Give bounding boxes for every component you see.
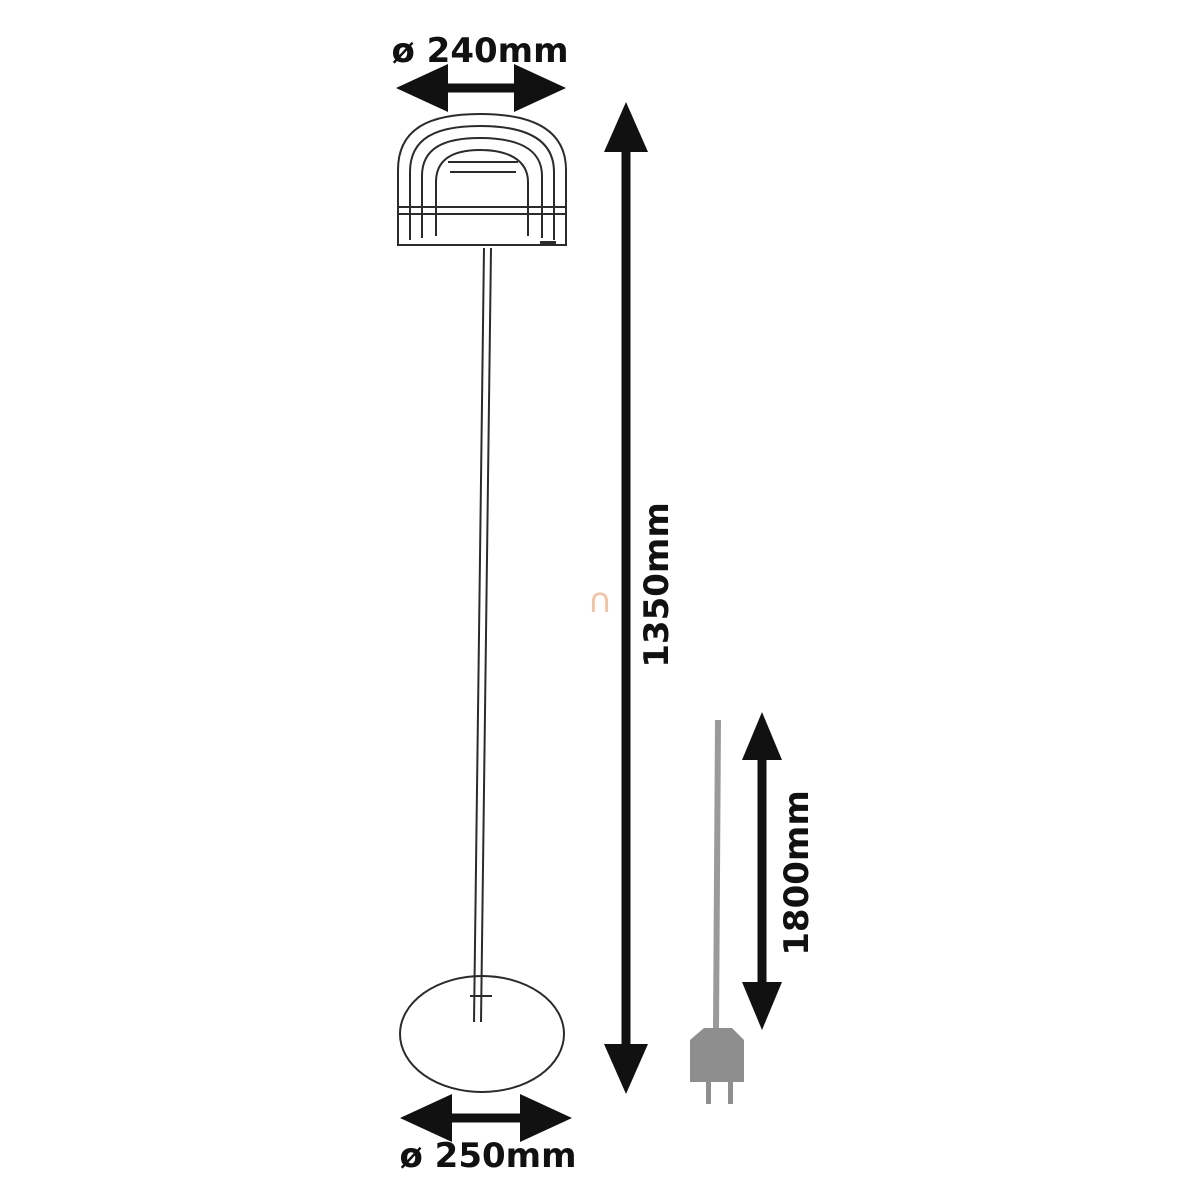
cable-length-label: 1800mm: [777, 790, 817, 955]
power-cable: [713, 719, 721, 1031]
watermark-logo: ∩: [588, 581, 613, 621]
shade-width-arrow: [396, 64, 566, 112]
shade-diameter-label: ø 240mm: [391, 31, 568, 71]
lamp-shade: [397, 112, 567, 246]
total-height-label: 1350mm: [637, 502, 677, 667]
base-diameter-label: ø 250mm: [399, 1136, 576, 1176]
cable-length-arrow: [742, 712, 782, 1030]
power-plug-icon: [690, 1028, 744, 1104]
base-width-arrow: [400, 1094, 572, 1142]
total-height-arrow: [604, 102, 648, 1094]
lamp-pole: [473, 247, 492, 1023]
lamp-base: [399, 975, 565, 1093]
